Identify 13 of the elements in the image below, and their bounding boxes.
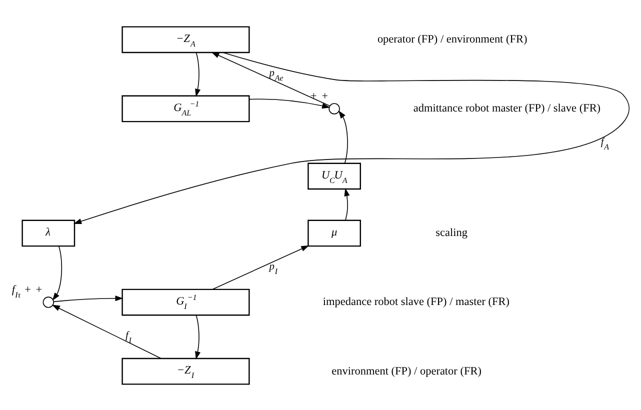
label: scaling — [436, 226, 468, 239]
label: operator (FP) / environment (FR) — [377, 33, 528, 46]
label: impedance robot slave (FP) / master (FR) — [322, 296, 510, 308]
label: admittance robot master (FP) / slave (FR) — [413, 102, 601, 114]
edge-label: f$_{A}$ — [600, 136, 610, 152]
edge-label: p$_{I}$ — [269, 261, 278, 276]
node-label: + — [321, 90, 329, 102]
node-label: + — [310, 90, 318, 102]
node-label: + — [35, 284, 43, 296]
label: environment (FP) / operator (FR) — [332, 364, 482, 377]
node-label: + — [24, 284, 32, 296]
node-label: f$_{Iτ}$ — [12, 284, 21, 300]
edge-label: p$_{Ae}$ — [269, 68, 284, 82]
